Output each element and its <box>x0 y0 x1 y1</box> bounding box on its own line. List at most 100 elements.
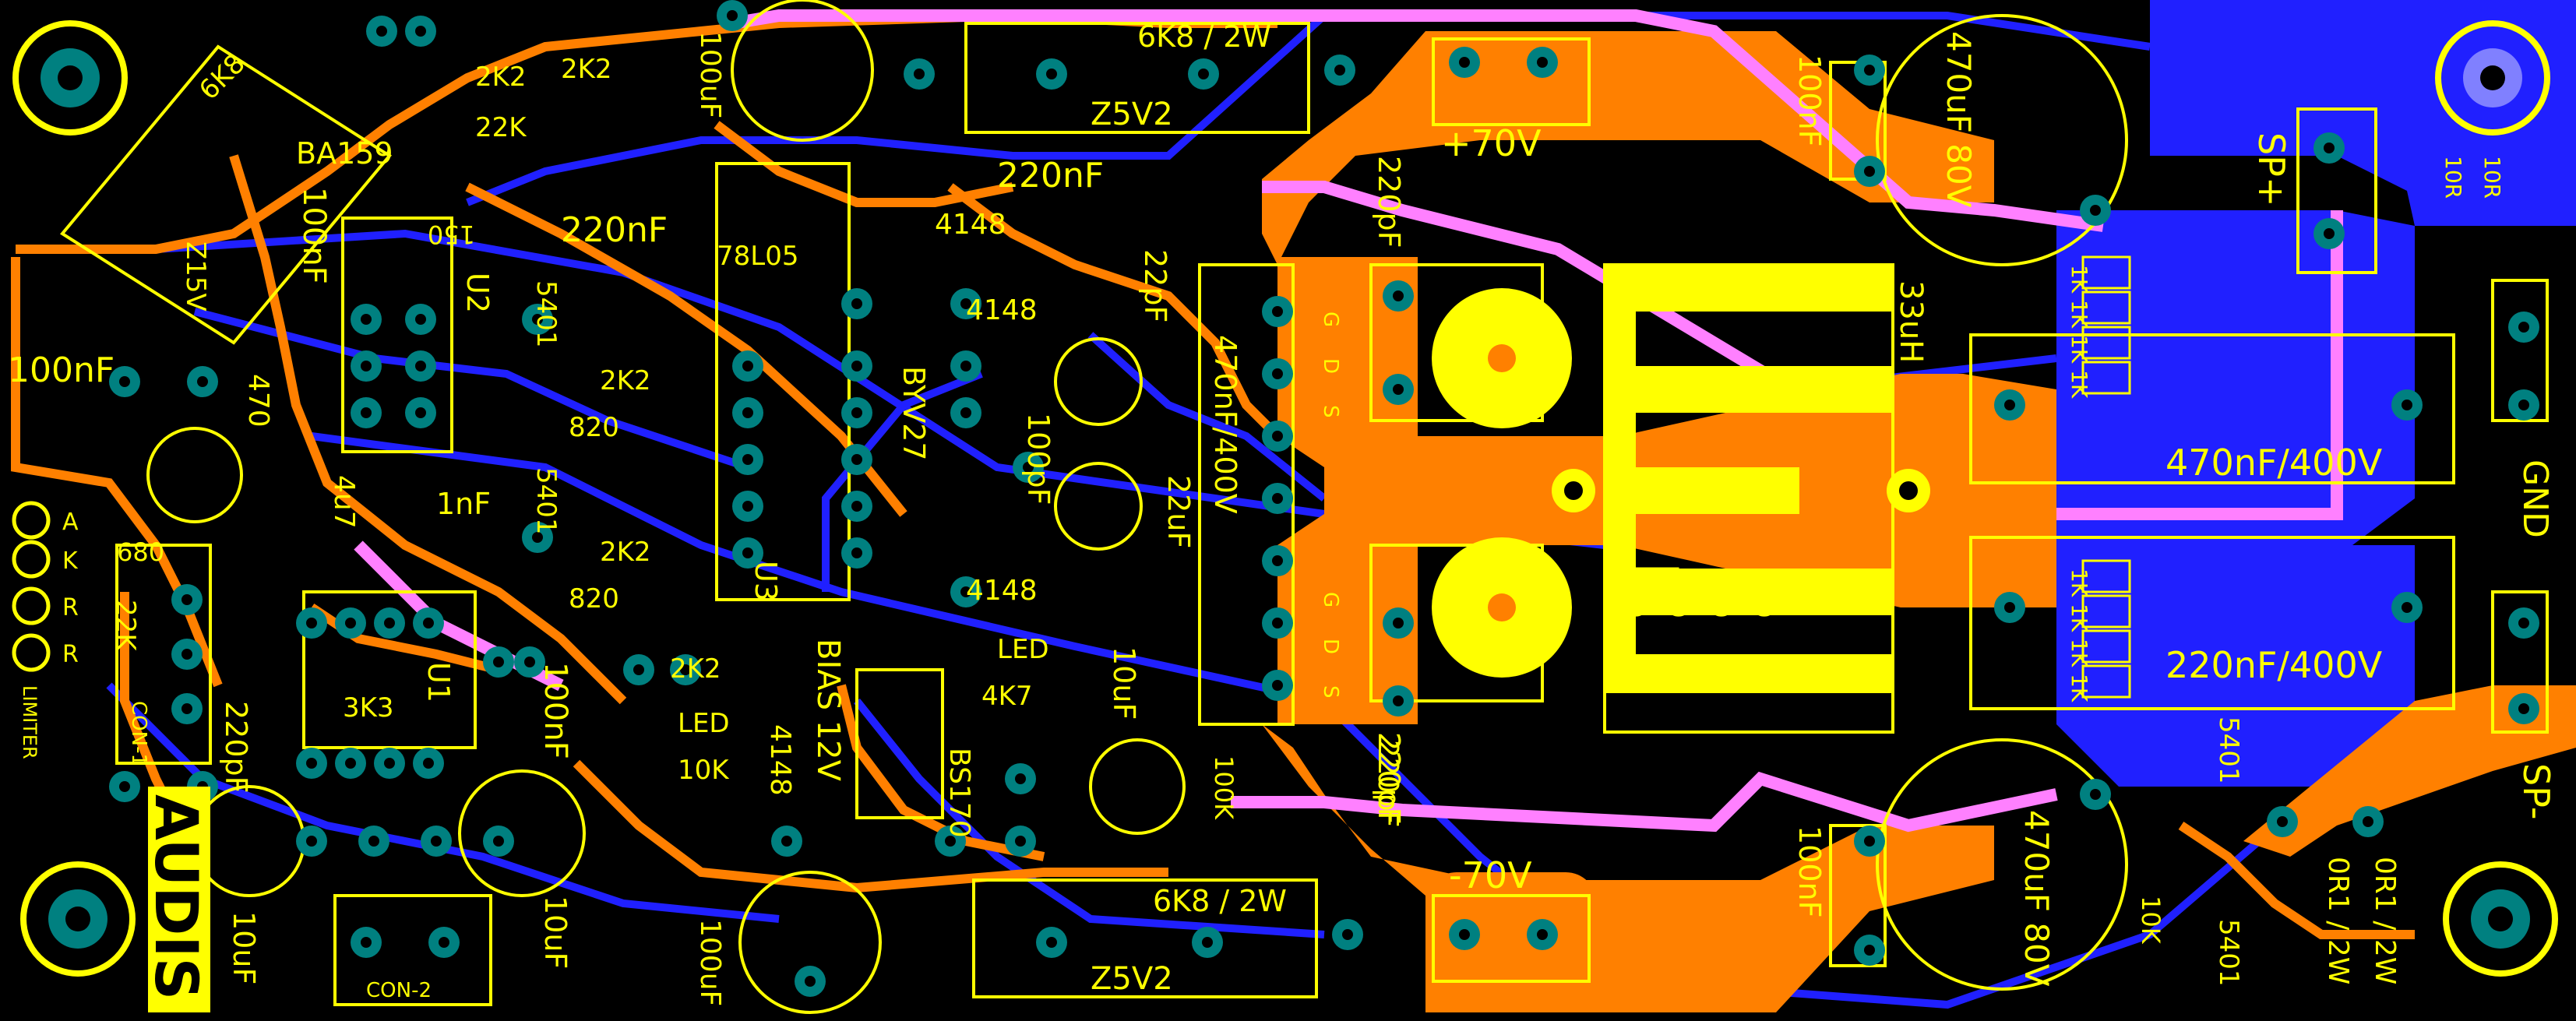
outline-c10uf-bot <box>458 769 586 897</box>
label-4148-a: 4148 <box>935 209 1006 241</box>
label-sp-minus: SP- <box>2515 763 2557 820</box>
trace-b7 <box>1087 332 1327 502</box>
r1k-array-top-label: 1K <box>2067 335 2092 364</box>
pad <box>351 350 382 382</box>
label-c220pf-top: 220pF <box>1372 156 1406 248</box>
label-r820-b: 820 <box>569 583 619 614</box>
label-r680: 680 <box>117 537 164 567</box>
heatsink-bar-1 <box>1605 265 1893 312</box>
pad <box>1994 389 2025 421</box>
outline-ba159 <box>60 44 392 345</box>
jumper-bottom <box>1231 771 2058 833</box>
outline-u3 <box>715 162 851 601</box>
outline-c470-left <box>146 427 243 523</box>
label-r10k-b: 10K <box>2136 896 2165 945</box>
pad <box>732 491 763 522</box>
label-r820-a: 820 <box>569 412 619 443</box>
r1k-array-bottom-outline <box>2081 559 2131 593</box>
label-byv27: BYV27 <box>897 366 931 461</box>
label-gnd: GND <box>2515 459 2555 538</box>
label-inductor: 33uH <box>1893 280 1929 363</box>
label-r22k-b: 22K <box>110 600 141 652</box>
r1k-array-bottom-outline <box>2081 629 2131 664</box>
label-plus70v: +70V <box>1441 122 1542 164</box>
limiter-pin-label: K <box>62 547 79 575</box>
pad <box>1036 58 1067 90</box>
pad <box>374 607 405 639</box>
heatsink-bar-2 <box>1605 366 1893 413</box>
pad <box>670 654 701 685</box>
label-u1: U1 <box>421 662 456 702</box>
outline-plus70 <box>1432 37 1591 126</box>
r1k-array-bottom-label: 1K <box>2067 569 2092 597</box>
pad <box>1262 358 1293 389</box>
mosfet-top-pin-label: G <box>1319 312 1342 327</box>
outline-c10uf-mid <box>1089 738 1186 835</box>
copper-pour-sp-plus <box>2150 0 2576 226</box>
label-ba159: BA159 <box>296 136 393 171</box>
pad <box>405 304 436 335</box>
pad <box>171 584 203 615</box>
r1k-array-top-outline <box>2081 326 2131 360</box>
label-minus70v: -70V <box>1449 854 1532 896</box>
trace-o3 <box>229 154 627 705</box>
label-r2k2-e: 2K2 <box>561 54 612 85</box>
outline-c100uf-top <box>731 0 874 142</box>
mounting-holes <box>12 20 2558 977</box>
pad <box>405 397 436 428</box>
outline-c470uf-top <box>1876 14 2128 266</box>
pad <box>522 304 553 335</box>
pad <box>1332 919 1363 950</box>
pad <box>1383 280 1414 312</box>
pad <box>109 366 140 397</box>
label-z5v2-bot: Z5V2 <box>1091 961 1173 997</box>
pad <box>1449 47 1480 78</box>
mounting-hole-tl <box>12 20 128 136</box>
limiter-pin-label: A <box>62 509 79 536</box>
label-r6k8-2w-top: 6K8 / 2W <box>1137 19 1271 54</box>
pad <box>522 522 553 553</box>
pad <box>405 16 436 47</box>
pad <box>717 0 748 31</box>
label-c470nf-400v: 470nF/400V <box>2165 442 2383 484</box>
pad <box>2267 806 2298 837</box>
brand-logo: AUDIS <box>142 787 211 1012</box>
pad <box>950 397 981 428</box>
label-c220pf-left: 220pF <box>219 701 253 794</box>
pad <box>1324 55 1355 86</box>
pad <box>514 646 545 678</box>
label-sp-plus: SP+ <box>2250 132 2292 206</box>
bottom-copper-layer <box>106 0 2576 1009</box>
outline-c470uf-bot <box>1876 738 2128 991</box>
pad <box>171 639 203 670</box>
pad <box>171 693 203 724</box>
r150-array-item: 150 <box>1665 576 1691 618</box>
pad <box>1854 55 1885 86</box>
pad <box>1383 607 1414 639</box>
label-5401-b: 5401 <box>530 467 562 535</box>
label-r6k8-2w-bot: 6K8 / 2W <box>1153 884 1287 918</box>
mounting-hole-ind <box>1887 469 1930 512</box>
pad <box>1036 927 1067 958</box>
pad <box>296 748 327 779</box>
silkscreen-text: 6K8 / 2W Z5V2 6K8 / 2W Z5V2 +70V -70V 47… <box>8 19 2557 1006</box>
pad <box>187 366 218 397</box>
pad <box>1449 919 1480 950</box>
label-limiter: LIMITER <box>19 685 41 759</box>
mosfet-top-pin-label: S <box>1319 405 1342 418</box>
pad <box>413 607 444 639</box>
pad <box>1527 47 1558 78</box>
outline-c100uf-bot <box>738 871 882 1014</box>
label-c470nf-rot: 470nF/400V <box>1208 335 1242 514</box>
pad <box>732 350 763 382</box>
pad <box>2080 779 2111 810</box>
mosfet-bodies <box>1432 288 1572 678</box>
outline-c100nf-bot <box>1829 824 1887 967</box>
copper-pour-inductor <box>1620 374 2056 607</box>
limiter-pin-label: R <box>62 641 79 668</box>
pad <box>2508 312 2539 343</box>
pad <box>623 654 654 685</box>
pad <box>1005 826 1036 857</box>
outline-u2 <box>341 217 453 453</box>
